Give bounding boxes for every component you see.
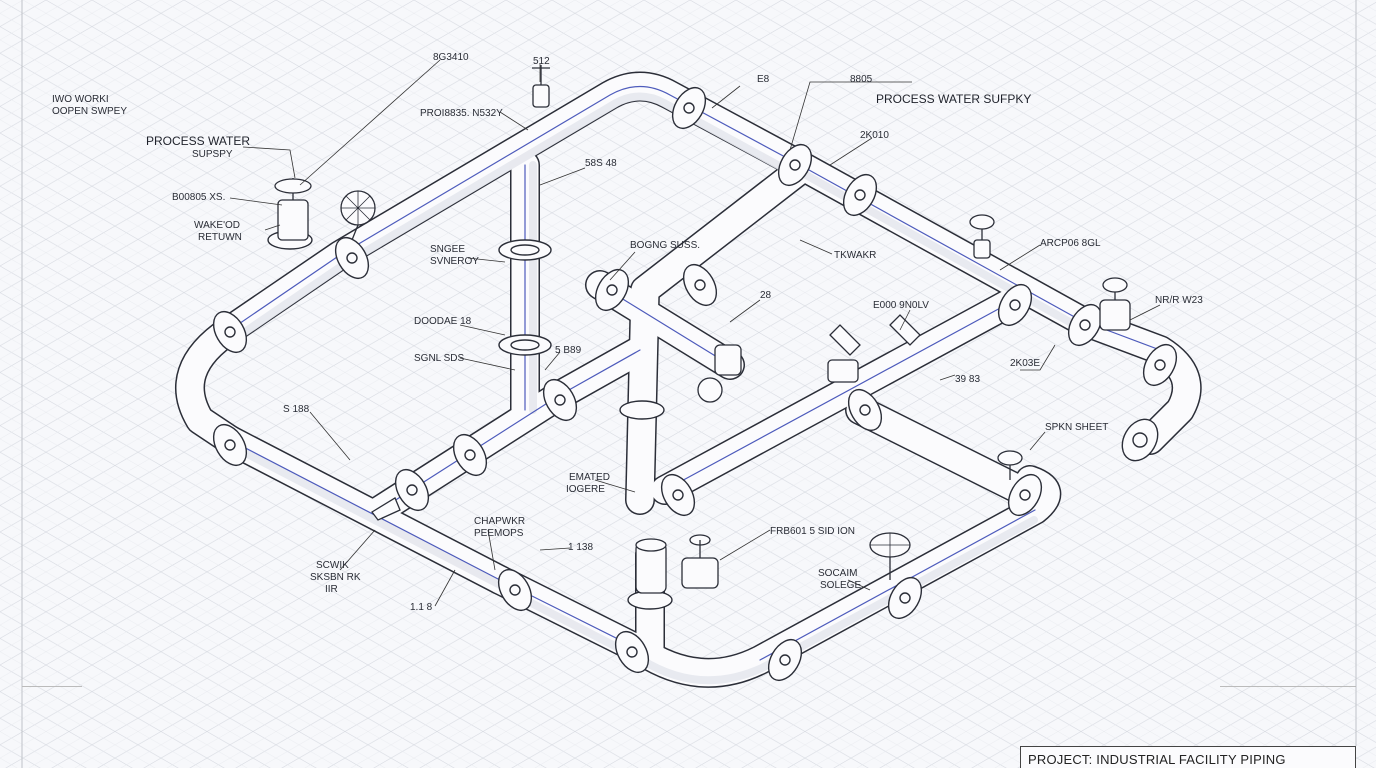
label-process-water-supply-right: PROCESS WATER SUFPKY bbox=[876, 92, 1031, 106]
label-scwik-1: SCWIK bbox=[316, 560, 349, 571]
label-scwik-2: SKSBN RK bbox=[310, 572, 361, 583]
label-scwik-3: IIR bbox=[325, 584, 338, 595]
label-2k010: 2K010 bbox=[860, 130, 889, 141]
label-118: 1.1 8 bbox=[410, 602, 433, 613]
butterfly-valve-center bbox=[827, 314, 921, 383]
gate-valve-right bbox=[1099, 277, 1131, 331]
flange bbox=[847, 389, 883, 431]
flange bbox=[497, 569, 533, 611]
title-block: PROJECT: INDUSTRIAL FACILITY PIPING bbox=[1020, 746, 1356, 768]
label-singe-2: SVNEROY bbox=[430, 256, 479, 267]
label-8805: 8805 bbox=[850, 74, 873, 85]
flange bbox=[1142, 344, 1178, 386]
frame-bottom-left bbox=[22, 686, 82, 687]
handwheel-valve-bottom-right bbox=[869, 532, 911, 580]
label-28: 28 bbox=[760, 290, 772, 301]
label-emated-2: IOGERE bbox=[566, 484, 605, 495]
label-process-water-left-1: PROCESS WATER bbox=[146, 134, 250, 148]
gate-valve-top-left bbox=[274, 178, 312, 241]
flange bbox=[842, 174, 878, 216]
flange bbox=[627, 590, 673, 610]
label-socaim-1: SOCAIM bbox=[818, 568, 857, 579]
label-e8: E8 bbox=[757, 74, 770, 85]
label-e000: E000 9N0LV bbox=[873, 300, 929, 311]
label-process-water-left-2: SUPSPY bbox=[192, 149, 233, 160]
pipe-flanges bbox=[212, 87, 1178, 681]
flange bbox=[619, 400, 665, 420]
title-block-text: PROJECT: INDUSTRIAL FACILITY PIPING bbox=[1028, 752, 1286, 767]
label-spknsheet: SPKN SHEET bbox=[1045, 422, 1108, 433]
flange bbox=[767, 639, 803, 681]
label-1138: 1 138 bbox=[568, 542, 593, 553]
flange bbox=[212, 311, 248, 353]
label-3983: 39 83 bbox=[955, 374, 980, 385]
flange bbox=[594, 269, 630, 311]
label-socaim-2: SOLEGE bbox=[820, 580, 861, 591]
flange bbox=[452, 434, 488, 476]
flange bbox=[498, 239, 552, 261]
label-5848: 58S 48 bbox=[585, 158, 617, 169]
label-frb601: FRB601 5 SID ION bbox=[770, 526, 855, 537]
label-b00805: B00805 XS. bbox=[172, 192, 225, 203]
label-tkwakr: TKWAKR bbox=[834, 250, 876, 261]
label-5889: 5 B89 bbox=[555, 345, 582, 356]
flange bbox=[1121, 418, 1159, 462]
flange bbox=[777, 144, 813, 186]
check-valve-mid bbox=[697, 344, 742, 403]
leader-lines bbox=[229, 59, 1161, 607]
label-emated-1: EMATED bbox=[569, 472, 610, 483]
frame-bottom-right bbox=[1220, 686, 1356, 687]
label-512: 512 bbox=[533, 56, 550, 67]
flange bbox=[660, 474, 696, 516]
gate-valve-bottom-center bbox=[681, 534, 719, 589]
label-chapwkr-2: PEEMOPS bbox=[474, 528, 524, 539]
handwheel-valve-left bbox=[340, 190, 376, 241]
gate-valve-bottom-right bbox=[997, 450, 1023, 480]
cylinder-riser-bottom bbox=[635, 538, 667, 594]
label-bogng-suss: BOGNG SUSS. bbox=[630, 240, 700, 251]
label-nrw23: NR/R W23 bbox=[1155, 295, 1203, 306]
flange bbox=[542, 379, 578, 421]
label-doodae: DOODAE 18 bbox=[414, 316, 472, 327]
label-top-left-note-2: OOPEN SWPEY bbox=[52, 106, 127, 117]
flange bbox=[997, 284, 1033, 326]
flange bbox=[212, 424, 248, 466]
flange bbox=[887, 577, 923, 619]
label-2k03: 2K03E bbox=[1010, 358, 1040, 369]
label-wake-return-2: RETUWN bbox=[198, 232, 242, 243]
flange bbox=[1007, 474, 1043, 516]
pipe-end-left-point bbox=[371, 497, 401, 521]
label-sgnl-sds: SGNL SDS bbox=[414, 353, 465, 364]
flange bbox=[394, 469, 430, 511]
label-process-n532: PROI8835. N532Y bbox=[420, 108, 503, 119]
label-wake-return-1: WAKE'OD bbox=[194, 220, 240, 231]
label-arcp08: ARCP06 8GL bbox=[1040, 238, 1101, 249]
flange bbox=[671, 87, 707, 129]
valves bbox=[274, 65, 1131, 594]
flange bbox=[334, 237, 370, 279]
label-s188: S 188 bbox=[283, 404, 310, 415]
handwheel-valve-right-1 bbox=[969, 214, 995, 259]
drawing-labels: IWO WORKI OOPEN SWPEY PROCESS WATER SUPS… bbox=[52, 52, 1203, 613]
label-top-left-note-1: IWO WORKI bbox=[52, 94, 109, 105]
label-83410: 8G3410 bbox=[433, 52, 469, 63]
flange bbox=[498, 334, 552, 356]
flange bbox=[1067, 304, 1103, 346]
label-singe-1: SNGEE bbox=[430, 244, 465, 255]
flange bbox=[614, 631, 650, 673]
flange bbox=[682, 264, 718, 306]
gate-valve-top-vertical bbox=[532, 65, 550, 108]
label-chapwkr-1: CHAPWKR bbox=[474, 516, 525, 527]
